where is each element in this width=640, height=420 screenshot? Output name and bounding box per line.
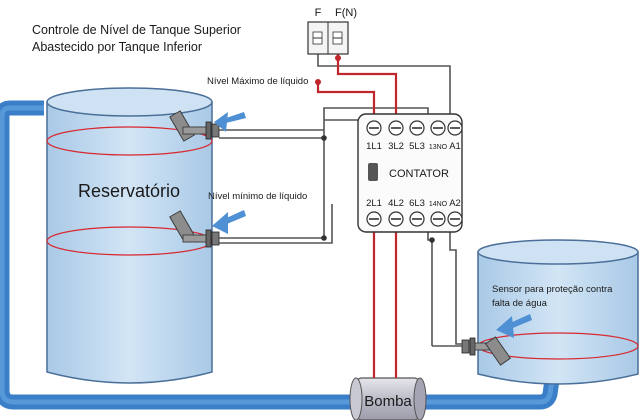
arrow-max-icon <box>214 112 246 132</box>
bottom-terminal-label-3: 6L3 <box>409 198 425 209</box>
title-line-2: Abastecido por Tanque Inferior <box>32 40 202 54</box>
bottom-terminal-screw-4[interactable] <box>430 211 446 227</box>
sensor-label-line-1: Sensor para proteção contra <box>492 284 613 295</box>
water-pipe <box>0 100 560 410</box>
bottom-terminal-screw-3[interactable] <box>409 211 425 227</box>
top-terminal-label-2: 3L2 <box>388 141 404 152</box>
upper-tank: Reservatório <box>46 87 213 384</box>
top-terminal-label-4: 13NO <box>429 144 448 151</box>
level-min-label: Nível mínimo de líquido <box>208 191 307 202</box>
bottom-terminal-screw-1[interactable] <box>366 211 382 227</box>
top-terminal-label-3: 5L3 <box>409 141 425 152</box>
bottom-terminal-label-1: 2L1 <box>366 198 382 209</box>
bottom-terminal-screw-2[interactable] <box>388 211 404 227</box>
top-terminal-screws <box>366 120 463 136</box>
bottom-terminal-screws <box>366 211 463 227</box>
pump[interactable]: Bomba <box>349 377 427 420</box>
bottom-terminal-label-5: A2 <box>449 198 461 209</box>
top-terminal-label-1: 1L1 <box>366 141 382 152</box>
neutral-label: F(N) <box>335 7 357 19</box>
upper-tank-label: Reservatório <box>78 181 180 201</box>
phase-label: F <box>315 7 322 19</box>
top-terminal-screw-1[interactable] <box>366 120 382 136</box>
title-line-1: Controle de Nível de Tanque Superior <box>32 23 241 37</box>
contactor-indicator <box>368 163 378 181</box>
phase-junction <box>315 79 321 85</box>
level-max-label: Nível Máximo de líquido <box>207 76 308 87</box>
top-terminal-screw-5[interactable] <box>447 120 463 136</box>
pump-label: Bomba <box>364 393 412 410</box>
bottom-terminal-label-4: 14NO <box>429 201 448 208</box>
float-switch-max[interactable] <box>169 110 220 142</box>
contactor-label: CONTATOR <box>389 168 449 180</box>
supply-terminal-block[interactable]: F F(N) <box>307 7 357 55</box>
float-switch-min[interactable] <box>169 210 220 248</box>
neutral-junction <box>335 55 341 61</box>
power-wiring <box>316 54 398 378</box>
max-level-line <box>46 126 213 156</box>
bottom-terminal-screw-5[interactable] <box>447 211 463 227</box>
arrow-min-icon <box>212 210 246 234</box>
water-sensor-switch[interactable] <box>461 336 512 366</box>
bottom-terminal-label-2: 4L2 <box>388 198 404 209</box>
sensor-label-line-2: falta de água <box>492 298 548 309</box>
lower-tank <box>477 239 639 385</box>
arrow-sensor-icon <box>496 314 532 338</box>
top-terminal-screw-4[interactable] <box>430 120 446 136</box>
top-terminal-label-5: A1 <box>449 141 461 152</box>
top-terminal-screw-2[interactable] <box>388 120 404 136</box>
top-terminal-screw-3[interactable] <box>409 120 425 136</box>
wire-junctions <box>321 135 435 243</box>
